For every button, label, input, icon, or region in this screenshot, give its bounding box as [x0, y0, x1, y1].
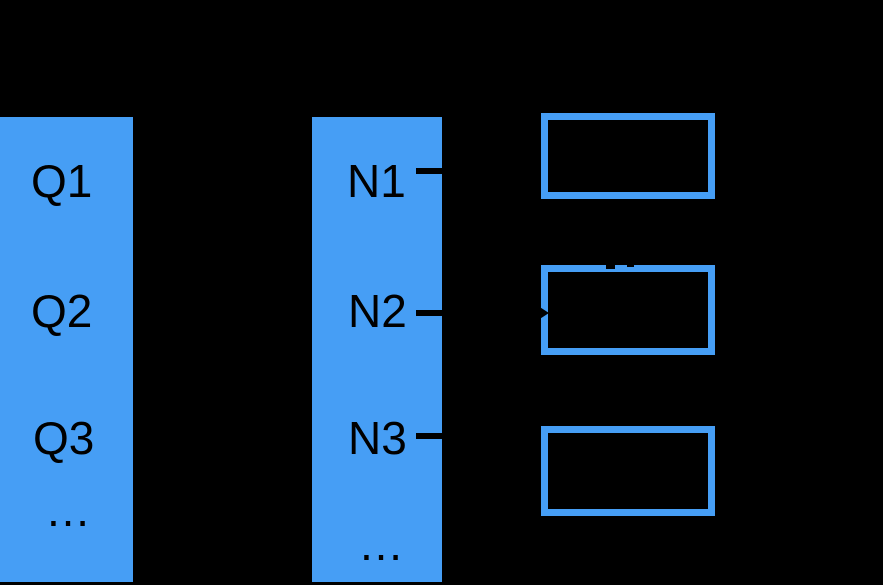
result-box-1 — [541, 113, 715, 199]
neighbor-column-bar: N1 N2 N3 … — [312, 117, 442, 582]
query-label-1: Q1 — [31, 155, 93, 207]
neighbor-label-1: N1 — [347, 155, 406, 207]
arrowhead-icon — [535, 304, 549, 322]
line-fragment-1 — [606, 265, 615, 269]
result-box-2 — [541, 265, 715, 355]
query-ellipsis: … — [45, 484, 91, 536]
connector-dash-2 — [416, 310, 446, 316]
neighbor-label-2: N2 — [348, 285, 407, 337]
query-label-3: Q3 — [33, 412, 95, 464]
query-column-bar: Q1 Q2 Q3 … — [0, 117, 133, 582]
connector-dash-1 — [416, 168, 446, 174]
query-label-2: Q2 — [31, 285, 93, 337]
neighbor-label-3: N3 — [348, 412, 407, 464]
neighbor-ellipsis: … — [358, 518, 404, 570]
line-fragment-2 — [627, 265, 634, 267]
connector-dash-3 — [416, 433, 446, 439]
result-box-3 — [541, 426, 715, 516]
